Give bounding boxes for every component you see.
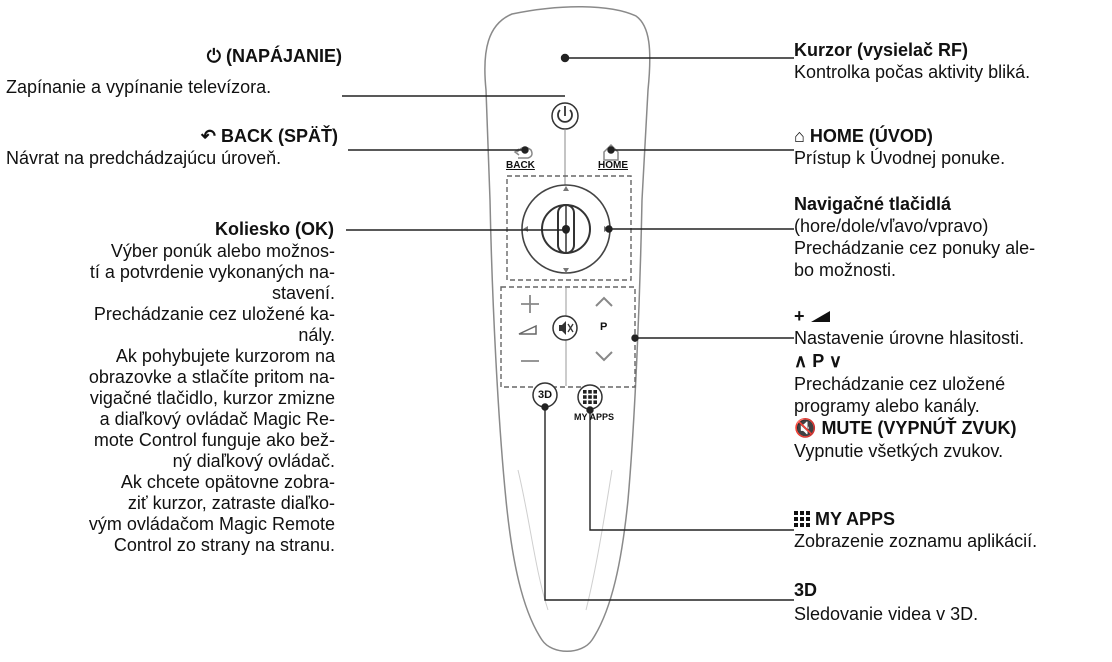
wheel-title: Koliesko (OK) — [214, 219, 334, 239]
nav-dashed-box — [506, 175, 632, 281]
nav-desc-line: bo možnosti. — [794, 260, 897, 280]
program-desc-line: programy alebo kanály. — [794, 396, 980, 416]
3d-button-label: 3D — [538, 389, 553, 401]
mute-title-row: 🔇 MUTE (VYPNÚŤ ZVUK) — [794, 418, 1016, 439]
program-p-label: P — [600, 321, 608, 333]
volume-icon — [810, 311, 830, 322]
volume-desc: Nastavenie úrovne hlasitosti. — [794, 328, 1025, 348]
my-apps-button-label: MY APPS — [574, 412, 615, 422]
mute-icon: 🔇 — [794, 418, 817, 438]
3d-desc: Sledovanie videa v 3D. — [794, 604, 979, 624]
program-title-row: ∧ P ∨ — [794, 351, 842, 372]
back-button-label: BACK — [506, 160, 535, 171]
wheel-desc-line: vigačné tlačidlo, kurzor zmizne — [89, 388, 335, 408]
power-title-row: ⏻ (NAPÁJANIE) — [207, 46, 342, 67]
wheel-desc-line: mote Control funguje ako bež- — [93, 430, 335, 450]
volume-plus: + — [794, 306, 805, 326]
power-icon: ⏻ — [206, 46, 221, 66]
wheel-desc-line: tí a potvrdenie vykonaných na- — [89, 262, 335, 282]
volume-wedge-icon — [518, 324, 537, 335]
wheel-desc-line: obrazovke a stlačíte pritom na- — [88, 367, 335, 387]
remote-lower-sheen — [517, 469, 613, 611]
power-callout: ⏻ (NAPÁJANIE) — [207, 46, 342, 67]
mute-desc: Vypnutie všetkých zvukov. — [794, 441, 1004, 461]
cursor-desc: Kontrolka počas aktivity bliká. — [794, 62, 1031, 82]
program-desc-line: Prechádzanie cez uložené — [794, 374, 1006, 394]
program-up-icon — [595, 296, 613, 307]
home-button-icon — [603, 143, 619, 161]
myapps-title-row: MY APPS — [794, 509, 895, 530]
wheel-desc-line: ný diaľkový ovládač. — [172, 451, 335, 471]
home-button-label: HOME — [598, 160, 628, 171]
wheel-desc-line: nály. — [298, 325, 335, 345]
nav-title: Navigačné tlačidlá — [794, 194, 952, 214]
volume-title-row: + — [794, 306, 832, 327]
nav-desc-line: (hore/dole/vľavo/vpravo) — [794, 216, 989, 236]
program-down-icon — [595, 351, 613, 362]
myapps-title: MY APPS — [815, 509, 896, 529]
3d-icon: 3D — [794, 580, 818, 600]
back-arrow-icon: ↶ — [200, 126, 216, 146]
cursor-title: Kurzor (vysielač RF) — [794, 40, 969, 60]
back-title-row: ↶ BACK (SPÄŤ) — [201, 126, 338, 147]
wheel-desc: Výber ponúk alebo možnos- tí a potvrdeni… — [89, 241, 335, 556]
nav-desc-line: Prechádzanie cez ponuky ale- — [794, 238, 1036, 258]
grid-icon — [794, 511, 810, 527]
my-apps-grid-icon — [583, 390, 597, 404]
mute-title: MUTE (VYPNÚŤ ZVUK) — [821, 418, 1017, 438]
wheel-desc-line: Výber ponúk alebo možnos- — [110, 241, 335, 261]
myapps-desc: Zobrazenie zoznamu aplikácií. — [794, 531, 1038, 551]
back-title: BACK (SPÄŤ) — [221, 126, 338, 146]
program-down-icon: ∨ — [828, 351, 843, 371]
program-title: P — [812, 351, 824, 371]
wheel-desc-line: Ak pohybujete kurzorom na — [115, 346, 335, 366]
wheel-desc-line: Control zo strany na stranu. — [113, 535, 335, 555]
back-button-icon — [516, 146, 533, 159]
wheel-desc-line: vým ovládačom Magic Remote — [88, 514, 335, 534]
power-desc: Zapínanie a vypínanie televízora. — [6, 77, 272, 97]
program-up-icon: ∧ — [794, 351, 808, 371]
home-desc: Prístup k Úvodnej ponuke. — [794, 148, 1006, 168]
wheel-desc-line: Ak chcete opätovne zobra- — [120, 472, 335, 492]
3d-title-row: 3D — [794, 580, 817, 601]
wheel-desc-line: ziť kurzor, zatraste diaľko- — [127, 493, 335, 513]
power-title: (NAPÁJANIE) — [225, 46, 342, 66]
wheel-desc-line: stavení. — [271, 283, 335, 303]
back-desc: Návrat na predchádzajúcu úroveň. — [6, 148, 282, 168]
home-icon: ⌂ — [794, 126, 805, 146]
home-title-row: ⌂ HOME (ÚVOD) — [794, 126, 933, 147]
leader-lines — [342, 53, 794, 601]
home-title: HOME (ÚVOD) — [809, 126, 933, 146]
wheel-desc-line: Prechádzanie cez uložené ka- — [93, 304, 335, 324]
wheel-desc-line: a diaľkový ovládač Magic Re- — [99, 409, 335, 429]
power-icon — [557, 109, 573, 123]
mute-icon — [559, 321, 566, 335]
